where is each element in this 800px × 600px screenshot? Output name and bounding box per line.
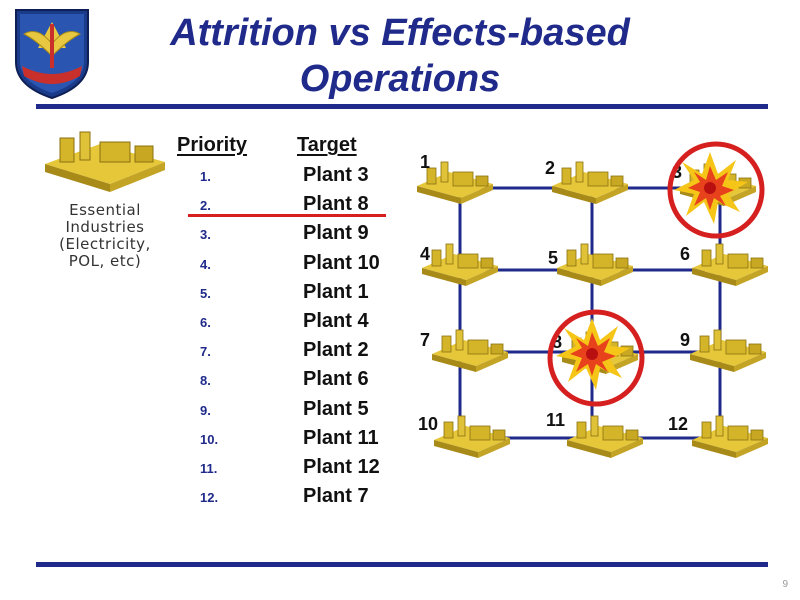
- priority-number: 10.: [200, 431, 219, 447]
- grid-node-1: 1: [416, 152, 494, 205]
- list-item: 5. Plant 1: [150, 277, 410, 306]
- list-item: 6. Plant 4: [150, 306, 410, 335]
- grid-node-6: 6: [680, 243, 769, 287]
- target-name: Plant 8: [303, 193, 369, 216]
- grid-node-12: 12: [668, 414, 769, 459]
- top-divider: [36, 104, 768, 109]
- slide-title: Attrition vs Effects-based Operations: [170, 12, 630, 100]
- target-name: Plant 6: [303, 368, 369, 391]
- target-name: Plant 12: [303, 455, 380, 478]
- priority-number: 8.: [200, 373, 211, 389]
- node-label: 6: [680, 244, 690, 264]
- industrial-plant-icon: [40, 124, 170, 194]
- strike-circle: [667, 141, 765, 239]
- list-item: 8. Plant 6: [150, 364, 410, 393]
- air-combat-command-logo: [8, 4, 96, 100]
- grid-node-10: 10: [418, 414, 511, 459]
- priority-cut-line: [188, 214, 386, 217]
- priority-number: 12.: [200, 490, 219, 506]
- industry-label: Essential Industries (Electricity, POL, …: [59, 201, 151, 270]
- node-label: 10: [418, 414, 438, 434]
- priority-number: 3.: [200, 227, 211, 243]
- explosion-icon: [556, 318, 630, 390]
- list-item: 10. Plant 11: [150, 423, 410, 452]
- strike-circle: [547, 309, 645, 407]
- list-item: 2. Plant 8: [150, 189, 410, 218]
- list-item: 3. Plant 9: [150, 218, 410, 247]
- priority-number: 1.: [200, 169, 211, 184]
- target-name: Plant 1: [303, 280, 369, 303]
- target-name: Plant 4: [303, 309, 369, 332]
- node-label: 12: [668, 414, 688, 434]
- priority-number: 5.: [200, 285, 211, 301]
- priority-number: 11.: [200, 460, 218, 476]
- grid-node-2: 2: [545, 158, 629, 205]
- target-name: Plant 3: [303, 164, 369, 186]
- page-number: 9: [782, 579, 788, 590]
- priority-number: 2.: [200, 198, 211, 214]
- node-label: 3: [672, 162, 682, 182]
- priority-number: 7.: [200, 344, 211, 360]
- target-name: Plant 9: [303, 222, 369, 245]
- node-label: 11: [546, 410, 565, 430]
- priority-number: 4.: [200, 256, 211, 272]
- target-header: Target: [297, 134, 357, 156]
- list-item: 4. Plant 10: [150, 248, 410, 277]
- node-label: 8: [552, 332, 562, 352]
- priority-header: Priority: [177, 134, 248, 156]
- target-name: Plant 5: [303, 397, 369, 420]
- grid-node-7: 7: [420, 329, 509, 373]
- target-name: Plant 2: [303, 339, 369, 362]
- list-item: 11. Plant 12: [150, 452, 410, 481]
- priority-number: 6.: [200, 314, 211, 330]
- grid-node-3: 3: [667, 141, 765, 239]
- grid-node-4: 4: [420, 243, 499, 287]
- target-name: Plant 10: [303, 251, 380, 274]
- priority-list: 1. Plant 3 2. Plant 8 3. Plant 9 4. Plant 10…: [150, 160, 410, 510]
- grid-node-5: 5: [548, 243, 634, 287]
- node-label: 4: [420, 244, 430, 264]
- grid-node-11: 11: [546, 410, 644, 459]
- list-item: 7. Plant 2: [150, 335, 410, 364]
- priority-number: 9.: [200, 402, 211, 418]
- grid-node-9: 9: [680, 329, 767, 373]
- node-label: 1: [420, 152, 430, 172]
- plant-network-diagram: 1 2 3 4 5 6 7 8 9 10 11: [416, 141, 769, 459]
- target-name: Plant 7: [303, 485, 369, 508]
- bottom-divider: [36, 562, 768, 567]
- target-name: Plant 11: [303, 426, 379, 449]
- list-item: 12. Plant 7: [150, 481, 410, 510]
- node-label: 2: [545, 158, 555, 178]
- grid-node-8: 8: [547, 309, 645, 407]
- node-label: 5: [548, 248, 558, 268]
- node-label: 7: [420, 330, 430, 350]
- explosion-icon: [674, 152, 748, 224]
- list-item: 9. Plant 5: [150, 394, 410, 423]
- list-item: 1. Plant 3: [150, 160, 410, 189]
- node-label: 9: [680, 330, 690, 350]
